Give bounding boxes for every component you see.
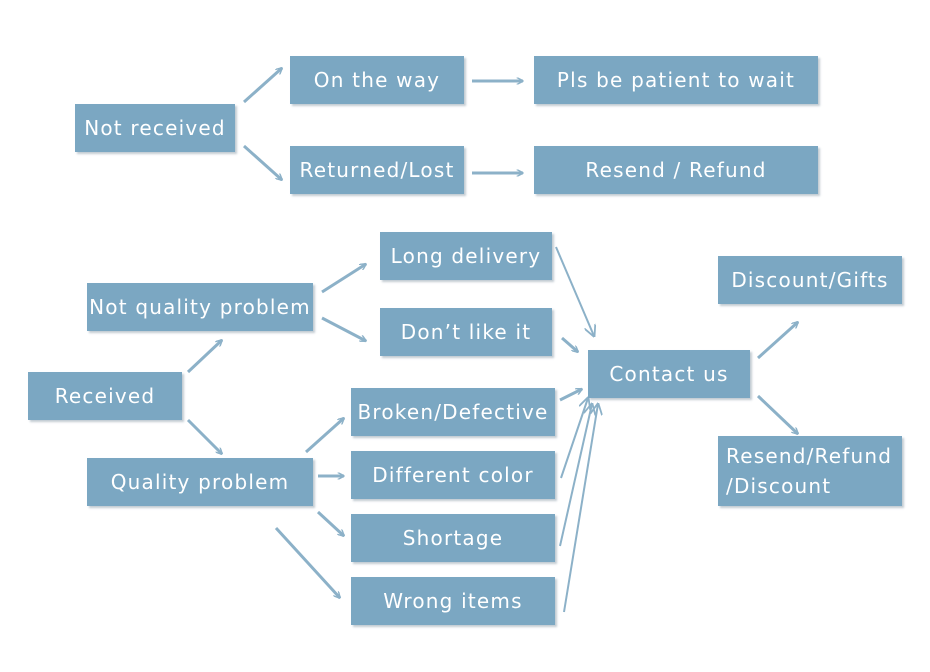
node-resend-refund-discount-line2: /Discount — [726, 474, 832, 498]
arrow-wrong-contact — [563, 404, 598, 613]
arrow-contact-discount — [756, 322, 798, 360]
node-not-quality-problem: Not quality problem — [87, 283, 313, 331]
node-wrong-items-label: Wrong items — [383, 589, 523, 613]
arrow-dontlike-contact — [561, 336, 578, 352]
node-broken-defective-label: Broken/Defective — [357, 400, 549, 424]
node-on-the-way: On the way — [290, 56, 464, 104]
node-different-color-label: Different color — [372, 463, 534, 487]
node-dont-like-it-label: Don’t like it — [400, 320, 532, 344]
node-not-quality-problem-label: Not quality problem — [89, 295, 311, 319]
node-long-delivery-label: Long delivery — [390, 244, 542, 268]
node-wrong-items: Wrong items — [351, 577, 555, 625]
node-shortage-label: Shortage — [402, 526, 504, 550]
node-contact-us: Contact us — [588, 350, 750, 398]
node-on-the-way-label: On the way — [313, 68, 441, 92]
node-received: Received — [28, 372, 182, 420]
node-resend-refund-discount-label: Resend/Refund /Discount — [726, 441, 892, 501]
node-resend-refund: Resend / Refund — [534, 146, 818, 194]
arrow-contact-resend — [756, 394, 798, 434]
arrow-long-contact — [555, 246, 594, 336]
arrow-notquality-dontlike — [321, 316, 366, 343]
node-discount-gifts-label: Discount/Gifts — [731, 268, 889, 292]
node-returned-lost-label: Returned/Lost — [299, 158, 455, 182]
arrow-received-quality — [186, 418, 222, 454]
arrow-notquality-long — [321, 262, 366, 294]
arrow-quality-shortage — [316, 510, 344, 536]
arrow-received-notquality — [186, 340, 222, 374]
node-discount-gifts: Discount/Gifts — [718, 256, 902, 304]
node-pls-wait: Pls be patient to wait — [534, 56, 818, 104]
arrow-color-contact — [560, 398, 588, 479]
node-received-label: Received — [54, 384, 156, 408]
node-pls-wait-label: Pls be patient to wait — [556, 68, 796, 92]
node-dont-like-it: Don’t like it — [380, 308, 552, 356]
node-long-delivery: Long delivery — [380, 232, 552, 280]
node-quality-problem-label: Quality problem — [110, 470, 290, 494]
node-returned-lost: Returned/Lost — [290, 146, 464, 194]
node-not-received: Not received — [75, 104, 235, 152]
arrow-shortage-contact — [559, 404, 592, 547]
node-quality-problem: Quality problem — [87, 458, 313, 506]
node-resend-refund-discount-line1: Resend/Refund — [726, 444, 893, 468]
node-resend-refund-label: Resend / Refund — [585, 158, 767, 182]
arrow-notreceived-ontheway — [242, 68, 282, 104]
node-different-color: Different color — [351, 451, 555, 499]
node-broken-defective: Broken/Defective — [351, 388, 555, 436]
node-contact-us-label: Contact us — [609, 362, 729, 386]
node-resend-refund-discount: Resend/Refund /Discount — [718, 436, 902, 506]
arrow-broken-contact — [559, 387, 582, 402]
node-shortage: Shortage — [351, 514, 555, 562]
node-not-received-label: Not received — [84, 116, 226, 140]
arrow-quality-broken — [304, 418, 344, 454]
arrow-quality-wrong — [274, 526, 340, 598]
arrow-notreceived-returned — [242, 144, 282, 180]
